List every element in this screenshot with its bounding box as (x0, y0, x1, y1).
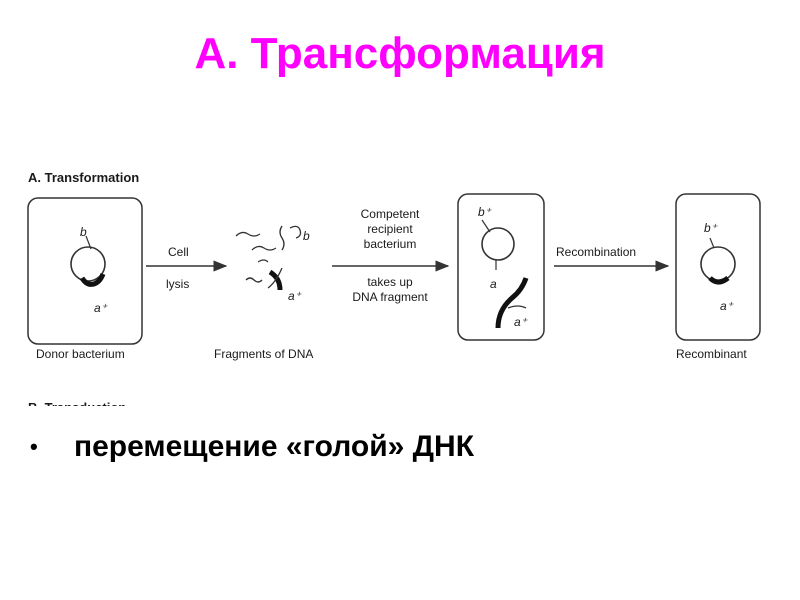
dna-fragments: b a⁺ (236, 226, 310, 303)
bullet-item: • перемещение «голой» ДНК (30, 430, 474, 464)
recombinant-gene-a: a⁺ (720, 299, 735, 313)
recombination-arrow: Recombination (554, 245, 668, 266)
bullet-dot-icon: • (30, 434, 74, 460)
cut-heading: B. Transduction (28, 400, 126, 410)
arrow2-top-line1: Competent (361, 207, 420, 221)
recipient-gene-b: b⁺ (478, 205, 493, 219)
uptake-arrow: Competent recipient bacterium takes up D… (332, 207, 448, 304)
donor-gene-a: a⁺ (94, 301, 109, 315)
arrow2-top-line3: bacterium (364, 237, 417, 251)
fragment-gene-b: b (303, 229, 310, 243)
recipient-fragment-gene: a⁺ (514, 315, 529, 329)
donor-bacterium: b a⁺ (28, 198, 142, 344)
recombinant-caption: Recombinant (676, 347, 747, 361)
arrow1-bottom-label: lysis (166, 277, 189, 291)
fragment-gene-a: a⁺ (288, 289, 303, 303)
donor-gene-b: b (80, 225, 87, 239)
arrow1-top-label: Cell (168, 245, 189, 259)
arrow3-label: Recombination (556, 245, 636, 259)
lysis-arrow: Cell lysis (146, 245, 226, 291)
recombinant-bacterium: b⁺ a⁺ (676, 194, 760, 340)
bullet-text: перемещение «голой» ДНК (74, 430, 474, 464)
slide-title: А. Трансформация (0, 32, 800, 76)
recombinant-gene-b: b⁺ (704, 221, 719, 235)
fragments-caption: Fragments of DNA (214, 347, 313, 361)
recipient-bacterium: b⁺ a a⁺ (458, 194, 544, 340)
cut-heading-text: B. Transduction (28, 400, 126, 410)
donor-caption: Donor bacterium (36, 347, 125, 361)
arrow2-bottom-line1: takes up (367, 275, 413, 289)
transformation-diagram: A. Transformation b a⁺ Donor bacterium C… (20, 160, 780, 410)
arrow2-bottom-line2: DNA fragment (352, 290, 428, 304)
recipient-gene-a: a (490, 277, 497, 291)
arrow2-top-line2: recipient (367, 222, 413, 236)
figure-heading: A. Transformation (28, 170, 139, 185)
